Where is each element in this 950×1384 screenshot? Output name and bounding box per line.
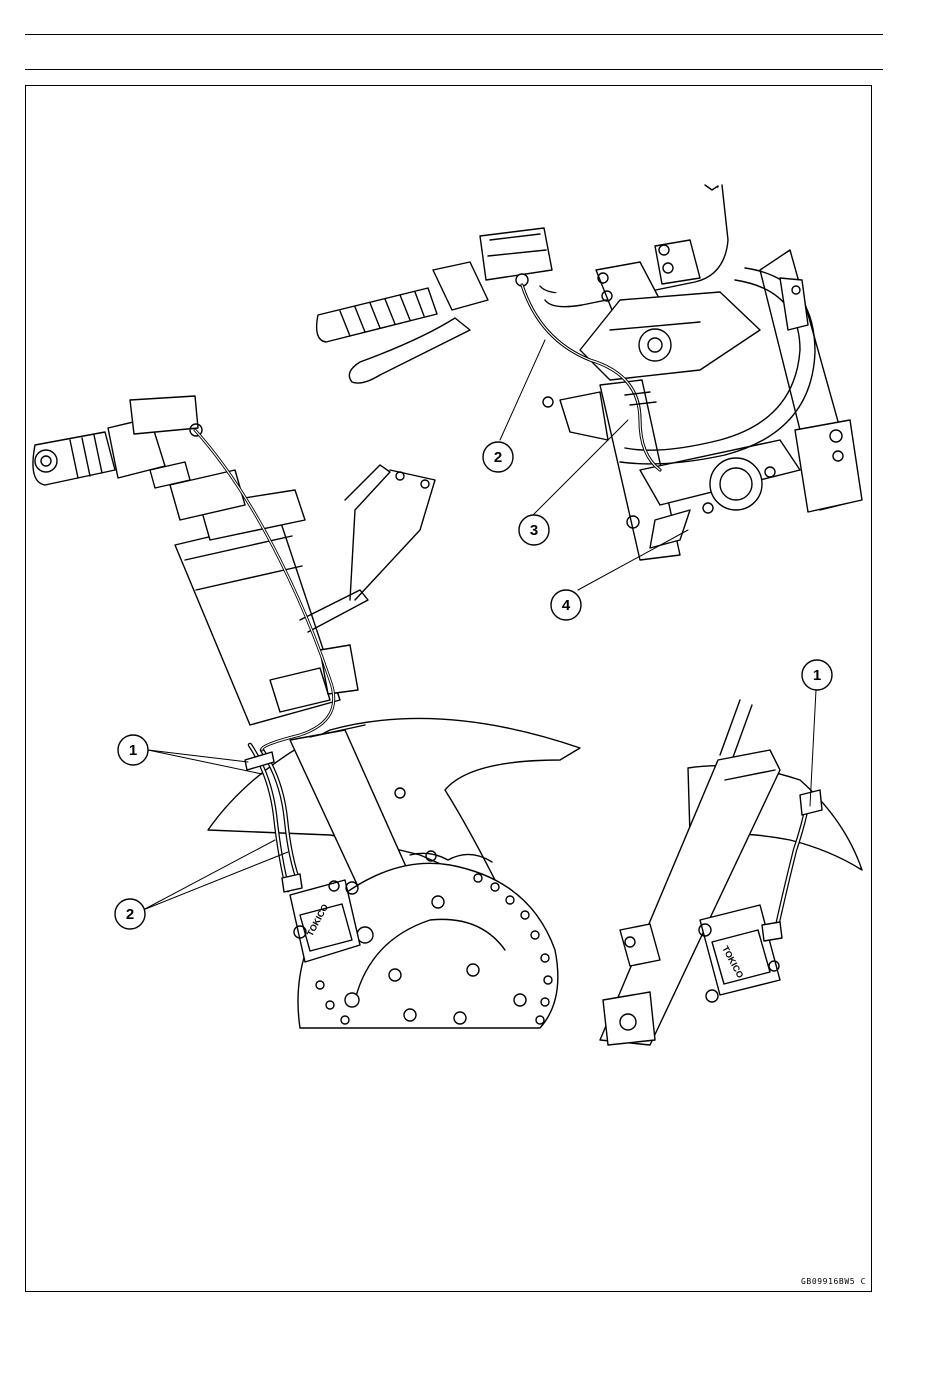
callout-label: 1 [129, 742, 137, 759]
callout-2-left: 2 [115, 899, 145, 929]
callout-label: 3 [530, 522, 538, 539]
upper-handlebar-view [317, 185, 862, 560]
callout-label: 4 [562, 597, 571, 614]
callout-label: 2 [126, 906, 134, 923]
callout-label: 2 [494, 449, 502, 466]
callout-1-left: 1 [118, 735, 148, 765]
callout-label: 1 [813, 667, 821, 684]
callout-2-upper: 2 [483, 442, 513, 472]
callout-1-right: 1 [802, 660, 832, 690]
right-fork-side-view: TOKICO [600, 700, 862, 1045]
callout-3-upper: 3 [519, 515, 549, 545]
figure-code: GB09916BW5 C [760, 1277, 866, 1286]
left-fork-caliper-view: TOKICO [33, 396, 580, 1028]
callout-4-upper: 4 [551, 590, 581, 620]
